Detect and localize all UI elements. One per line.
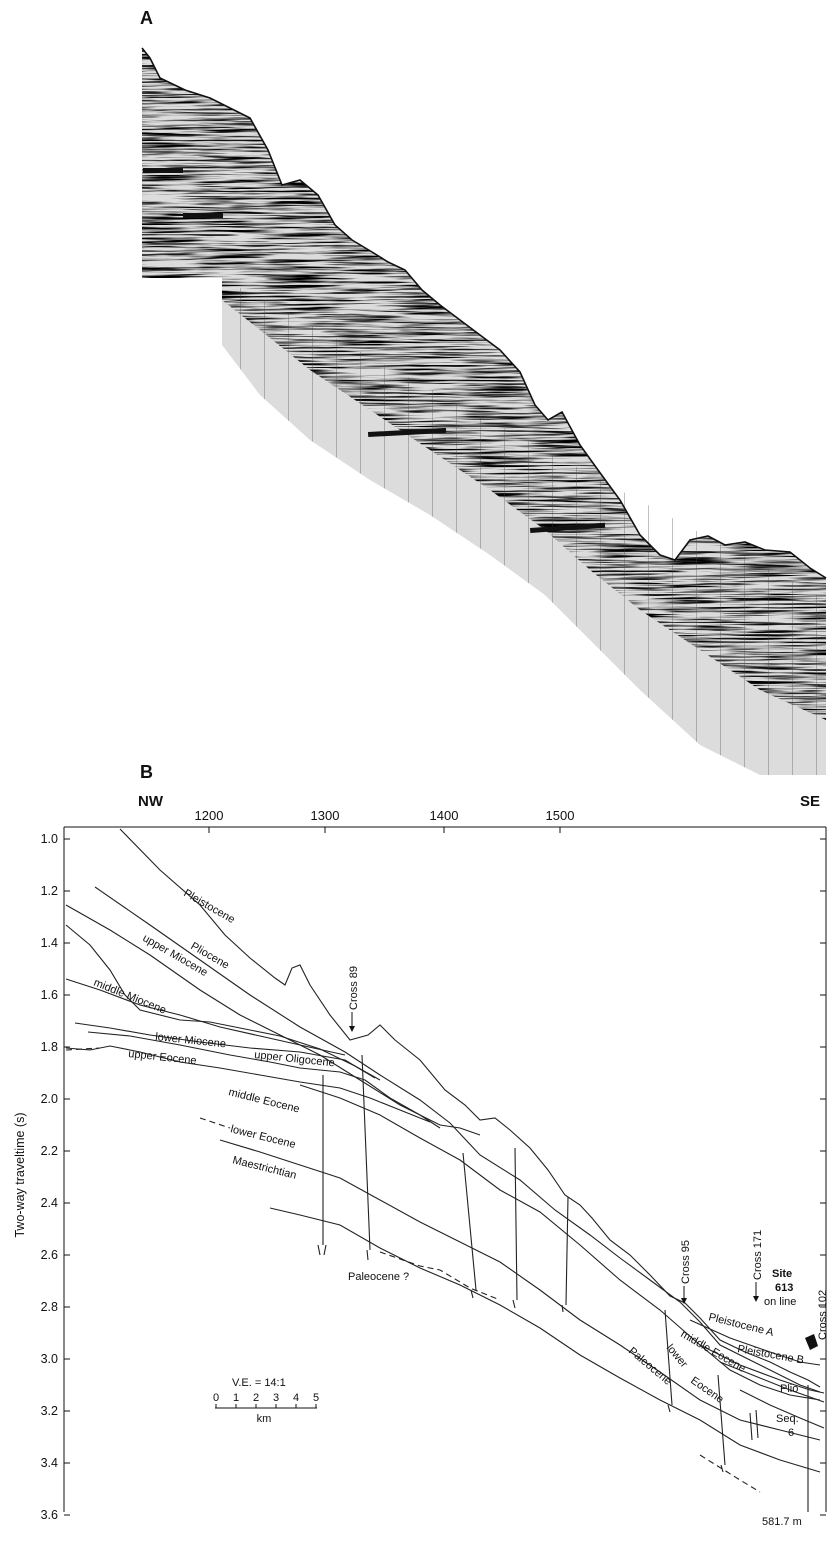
scale-tick-label: 2 <box>253 1392 259 1404</box>
vertical-exaggeration: V.E. = 14:1 <box>232 1377 286 1389</box>
label-upper-eocene: upper Eocene <box>128 1048 197 1067</box>
label-seq: Seq. <box>776 1413 799 1425</box>
scale-tick-label: 3 <box>273 1392 279 1404</box>
scale-unit: km <box>257 1413 272 1425</box>
horizon-seafloor <box>119 828 821 1388</box>
scale-tick-label: 4 <box>293 1392 299 1404</box>
label-seq-number: 6 <box>788 1427 794 1439</box>
x-tick-label: 1500 <box>546 808 575 823</box>
horizon-base-pleistocene <box>94 886 821 1393</box>
track-marker <box>368 427 447 437</box>
fault-line <box>462 1152 477 1291</box>
horizon-base-upper-eocene <box>65 1045 431 1123</box>
label-lower: lower <box>664 1342 690 1370</box>
label-eocene: Eocene <box>688 1375 725 1406</box>
horizon-right-pleistocene-b <box>699 1344 825 1394</box>
y-tick-label: 2.6 <box>41 1248 58 1262</box>
axis-frame <box>63 826 827 1512</box>
cross-markers: Cross 89 Cross 95 Cross 171 Cross 102 Si… <box>348 966 829 1350</box>
y-tick-label: 3.4 <box>41 1456 58 1470</box>
label-middle-miocene: middle Miocene <box>92 977 168 1017</box>
x-tick-label: 1400 <box>430 808 459 823</box>
unit-labels: Pleistocene Pliocene upper Miocene middl… <box>92 887 805 1439</box>
y-tick-label: 2.2 <box>41 1144 58 1158</box>
y-tick-label: 2.0 <box>41 1092 58 1106</box>
fault-line <box>514 1147 518 1301</box>
panel-a-label: A <box>140 8 153 28</box>
cross-89-arrowhead <box>349 1026 355 1032</box>
x-tick-label: 1200 <box>195 808 224 823</box>
horizon-deep-dashed <box>65 1047 761 1493</box>
site-label-1: Site <box>772 1268 792 1280</box>
scale-tick-label: 5 <box>313 1392 319 1404</box>
site-613-marker <box>805 1334 818 1350</box>
horizon-base-middle-eocene <box>299 1084 821 1401</box>
fault-line <box>565 1196 569 1306</box>
panel-b-label: B <box>140 762 153 782</box>
label-plio: Plio <box>780 1383 798 1395</box>
cross-171-label: Cross 171 <box>752 1230 764 1280</box>
horizon-right-pleistocene-a <box>689 1319 821 1366</box>
track-marker <box>183 213 223 218</box>
horizon-base-maestrichtian <box>269 1207 821 1473</box>
y-tick-label: 3.6 <box>41 1508 58 1522</box>
seismic-traces <box>222 278 826 775</box>
y-axis-title: Two-way traveltime (s) <box>13 1112 27 1237</box>
y-axis: 1.0 1.2 1.4 1.6 1.8 2.0 2.2 2.4 2.6 2.8 3.0 3.2 3.4 3… <box>13 832 826 1522</box>
y-tick-label: 3.0 <box>41 1352 58 1366</box>
cross-89-label: Cross 89 <box>348 966 360 1010</box>
label-middle-eocene: middle Eocene <box>227 1086 301 1115</box>
horizon-base-lower-miocene <box>74 1022 376 1079</box>
y-tick-label: 1.2 <box>41 884 58 898</box>
scale-bar: V.E. = 14:1 0 1 2 3 4 5 km <box>213 1377 319 1425</box>
direction-se: SE <box>800 793 820 810</box>
x-tick-label: 1300 <box>311 808 340 823</box>
track-marker <box>143 168 183 173</box>
seismic-section <box>141 47 827 775</box>
label-maestrichtian: Maestrichtian <box>231 1154 297 1181</box>
y-tick-label: 3.2 <box>41 1404 58 1418</box>
y-tick-label: 1.4 <box>41 936 58 950</box>
label-pleistocene: Pleistocene <box>182 887 237 926</box>
depth-note: 581.7 m <box>762 1516 802 1528</box>
fault-line <box>361 1054 371 1251</box>
y-tick-label: 1.0 <box>41 832 58 846</box>
track-marker <box>529 522 606 533</box>
horizon-base-lower-eocene <box>219 1139 821 1441</box>
fault-line <box>664 1309 673 1406</box>
y-tick-label: 2.4 <box>41 1196 58 1210</box>
label-pleistocene-a: Pleistocene A <box>707 1311 775 1339</box>
direction-nw: NW <box>138 793 164 810</box>
label-paleocene-q: Paleocene ? <box>348 1271 409 1283</box>
seafloor-reflector <box>141 47 827 579</box>
horizon-base-middle-miocene <box>65 978 346 1056</box>
x-axis: 1200 1300 1400 1500 <box>195 808 575 833</box>
cross-95-label: Cross 95 <box>680 1240 692 1284</box>
scale-tick-label: 0 <box>213 1392 219 1404</box>
y-tick-label: 1.8 <box>41 1040 58 1054</box>
site-label-2: 613 <box>775 1282 793 1294</box>
y-tick-label: 2.8 <box>41 1300 58 1314</box>
fault-line <box>717 1374 726 1466</box>
site-label-3: on line <box>764 1296 796 1308</box>
scale-tick-label: 1 <box>233 1392 239 1404</box>
horizons <box>65 828 825 1493</box>
cross-171-arrowhead <box>753 1296 759 1302</box>
fault-arrows <box>317 1244 724 1473</box>
label-lower-eocene: lower Eocene <box>229 1123 297 1151</box>
horizon-paleocene-dashed <box>379 1251 501 1301</box>
horizon-right-plio <box>719 1361 825 1403</box>
cross-95-arrowhead <box>681 1298 687 1304</box>
y-tick-label: 1.6 <box>41 988 58 1002</box>
fault-line <box>749 1409 759 1441</box>
horizon-base-upper-oligocene <box>87 1031 441 1129</box>
horizon-right-seq6 <box>739 1389 825 1429</box>
faults <box>317 1054 809 1512</box>
cross-102-label: Cross 102 <box>817 1290 829 1340</box>
